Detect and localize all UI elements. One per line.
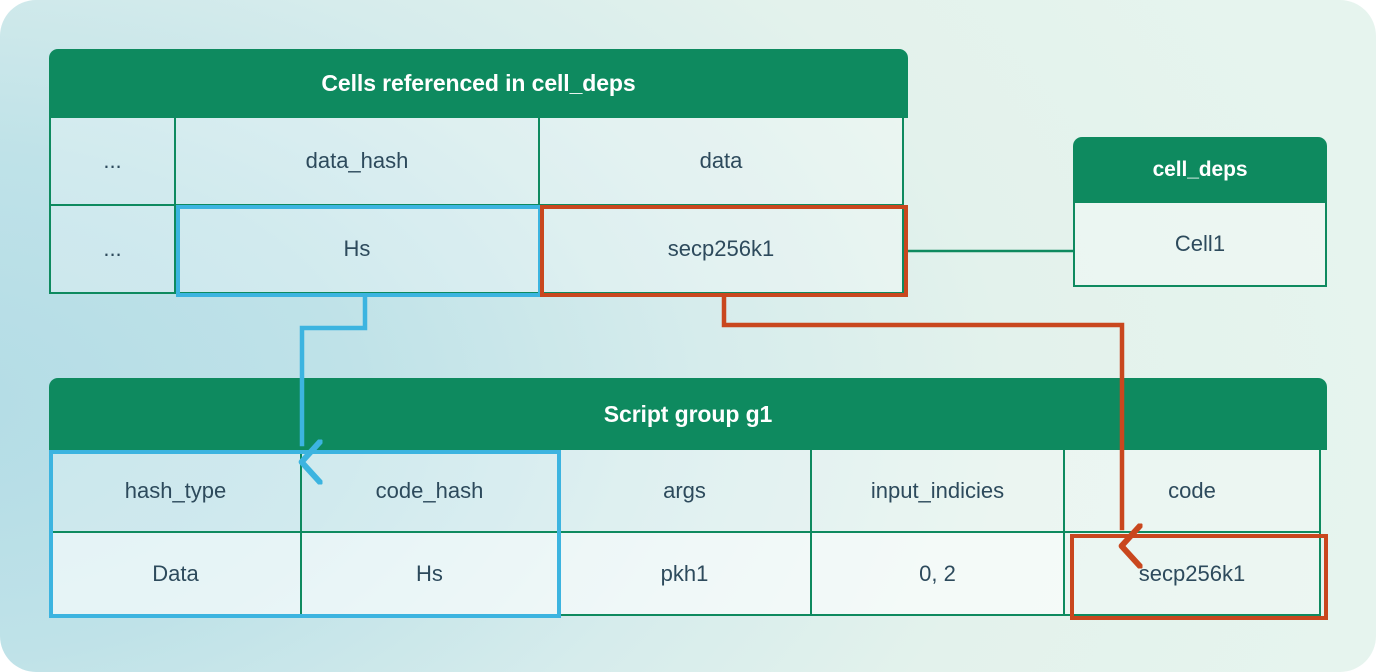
group-cell-code-hash: Hs xyxy=(300,533,559,616)
cells-table-header-row: ... data_hash data xyxy=(49,118,908,206)
cell-deps-row: Cell1 xyxy=(1073,203,1327,287)
cells-col-data-hash: data_hash xyxy=(174,118,540,206)
group-col-code-hash: code_hash xyxy=(300,450,559,533)
cell-deps-cell-cell1: Cell1 xyxy=(1073,203,1327,287)
group-col-code: code xyxy=(1063,450,1321,533)
cells-cell-secp256k1: secp256k1 xyxy=(538,206,904,294)
cells-cell-ellipsis: ... xyxy=(49,206,176,294)
group-col-args: args xyxy=(557,450,812,533)
group-col-input-indicies: input_indicies xyxy=(810,450,1065,533)
group-col-hash-type: hash_type xyxy=(49,450,302,533)
group-cell-args: pkh1 xyxy=(557,533,812,616)
cells-col-ellipsis: ... xyxy=(49,118,176,206)
cells-table-header: Cells referenced in cell_deps xyxy=(49,49,908,118)
script-group-header: Script group g1 xyxy=(49,378,1327,450)
group-cell-input-indicies: 0, 2 xyxy=(810,533,1065,616)
script-group-header-row: hash_type code_hash args input_indicies … xyxy=(49,450,1327,533)
cells-table-row: ... Hs secp256k1 xyxy=(49,206,908,294)
cell-deps-header: cell_deps xyxy=(1073,137,1327,203)
cells-col-data: data xyxy=(538,118,904,206)
group-cell-code: secp256k1 xyxy=(1063,533,1321,616)
script-group-row: Data Hs pkh1 0, 2 secp256k1 xyxy=(49,533,1327,616)
script-group-table: Script group g1 hash_type code_hash args… xyxy=(49,378,1327,616)
cells-referenced-table: Cells referenced in cell_deps ... data_h… xyxy=(49,49,908,294)
cells-cell-hs: Hs xyxy=(174,206,540,294)
group-cell-hash-type: Data xyxy=(49,533,302,616)
cell-deps-table: cell_deps Cell1 xyxy=(1073,137,1327,287)
